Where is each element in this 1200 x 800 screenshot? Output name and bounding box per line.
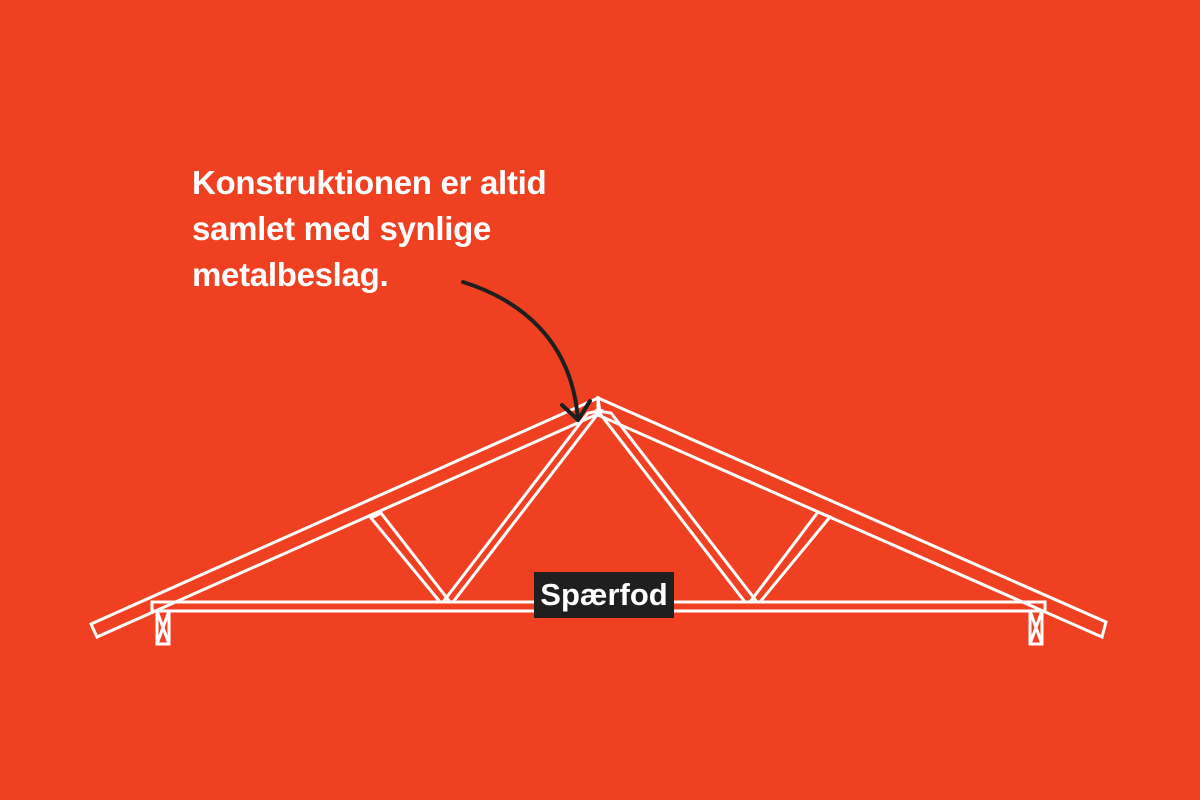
left-wall-plate bbox=[155, 609, 171, 646]
annotation-text: Konstruktionen er altid samlet med synli… bbox=[192, 160, 612, 298]
right-wall-plate-cross-b bbox=[1028, 610, 1044, 645]
arrow-head bbox=[560, 399, 592, 422]
roof-truss bbox=[89, 395, 1108, 646]
pointer-arrow bbox=[461, 280, 592, 422]
arrow-curve bbox=[461, 280, 580, 422]
annotation-line-3: metalbeslag. bbox=[192, 256, 389, 293]
rafter-foot-label: Spærfod bbox=[534, 572, 674, 618]
right-wall-plate bbox=[1028, 609, 1044, 646]
left-wall-plate-cross-b bbox=[155, 610, 171, 645]
annotation-line-1: Konstruktionen er altid bbox=[192, 164, 547, 201]
right-rafter bbox=[596, 395, 1108, 640]
annotation-line-2: samlet med synlige bbox=[192, 210, 492, 247]
right-short-web bbox=[746, 510, 833, 604]
